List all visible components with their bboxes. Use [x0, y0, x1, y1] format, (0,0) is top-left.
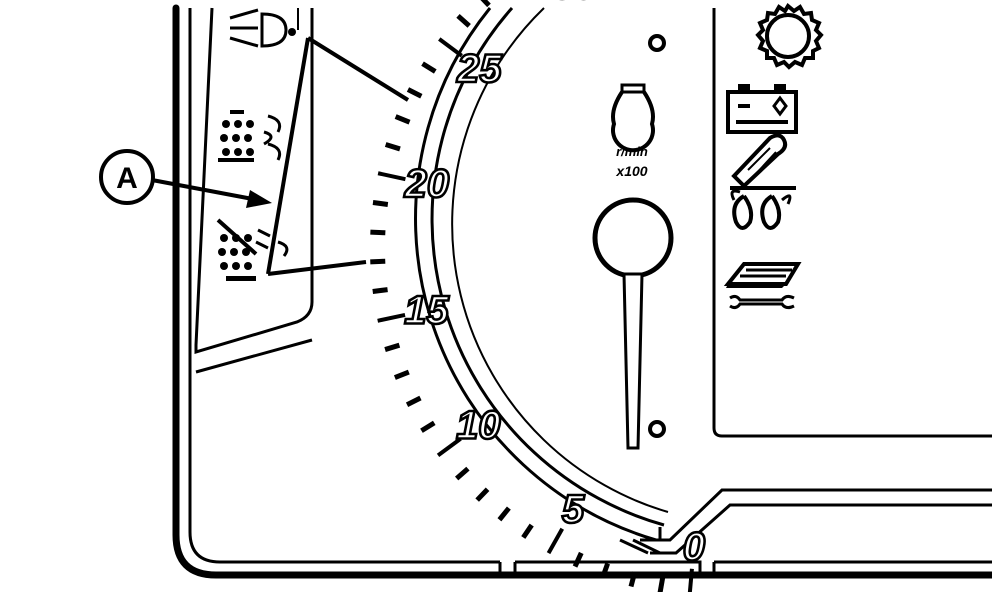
- panel-bezel: [172, 4, 992, 579]
- gauge-scale-label: 30: [552, 0, 597, 8]
- gauge-tick: [393, 369, 410, 380]
- gauge-unit-label: r/min: [616, 144, 648, 159]
- left-indicator-panel: [194, 7, 314, 374]
- gauge-tick: [421, 61, 437, 74]
- gauge-tick: [420, 420, 436, 433]
- gauge-tick: [546, 527, 564, 555]
- gauge-tick: [377, 312, 406, 323]
- callout-arrow: [151, 178, 272, 208]
- axle-lock-off-icon: [216, 218, 289, 281]
- gauge-tick: [406, 87, 423, 99]
- gauge-tick: [384, 342, 401, 352]
- rear-axle-lock-icon: [218, 110, 282, 162]
- gauge-tick: [628, 571, 638, 588]
- gauge-multiplier-label: x100: [615, 163, 647, 179]
- gauge-scale-label: 25: [456, 47, 502, 91]
- gauge-tick: [394, 114, 411, 125]
- gauge-tick: [372, 200, 389, 207]
- gauge-tick: [436, 437, 462, 457]
- gauge-scale-labels: 0 5 10 15 20 25 30: [402, 0, 706, 570]
- glow-plug-icon: [730, 133, 796, 230]
- gauge-tick: [370, 229, 386, 236]
- gauge-scale-label: 15: [404, 288, 449, 332]
- gauge-tick: [521, 523, 534, 539]
- gauge-needle: [592, 197, 674, 450]
- gauge-tick: [370, 258, 386, 265]
- gauge-tick: [572, 551, 584, 568]
- gauge-tick: [384, 142, 401, 152]
- gauge-scale-label: 10: [456, 404, 501, 448]
- gauge-tick: [456, 14, 471, 28]
- battery-icon: [726, 84, 798, 134]
- gauge-scale-label: 5: [562, 488, 585, 532]
- callout-bracket: [266, 36, 410, 276]
- gauge-ticks: [370, 0, 694, 592]
- gauge-tick: [497, 506, 511, 522]
- callout-label-a: A: [99, 149, 155, 205]
- callout-letter: A: [116, 162, 138, 195]
- gauge-tick: [455, 466, 470, 481]
- engine-speed-icon: [611, 83, 655, 153]
- gauge-tick: [687, 568, 694, 592]
- gauge-tick: [405, 395, 422, 407]
- gauge-scale-label: 0: [683, 525, 705, 569]
- gauge-tick: [372, 287, 388, 294]
- headlight-tilt-icon: [229, 8, 296, 48]
- gauge-tick: [438, 37, 463, 58]
- manual-wrench-icon: [723, 262, 802, 310]
- gauge-tick: [657, 577, 666, 592]
- gauge-tick: [600, 562, 610, 579]
- gauge-scale-label: 20: [404, 162, 450, 206]
- gauge-tick: [475, 487, 490, 502]
- gauge-tick: [377, 171, 406, 182]
- screw-bottom: [648, 420, 666, 438]
- tachometer-gauge: 0 5 10 15 20 25 30 r/min x100: [370, 0, 992, 592]
- screw-top: [648, 34, 666, 52]
- right-indicator-panel: [712, 8, 992, 438]
- gauge-tick: [480, 0, 491, 8]
- sun-icon: [755, 2, 824, 70]
